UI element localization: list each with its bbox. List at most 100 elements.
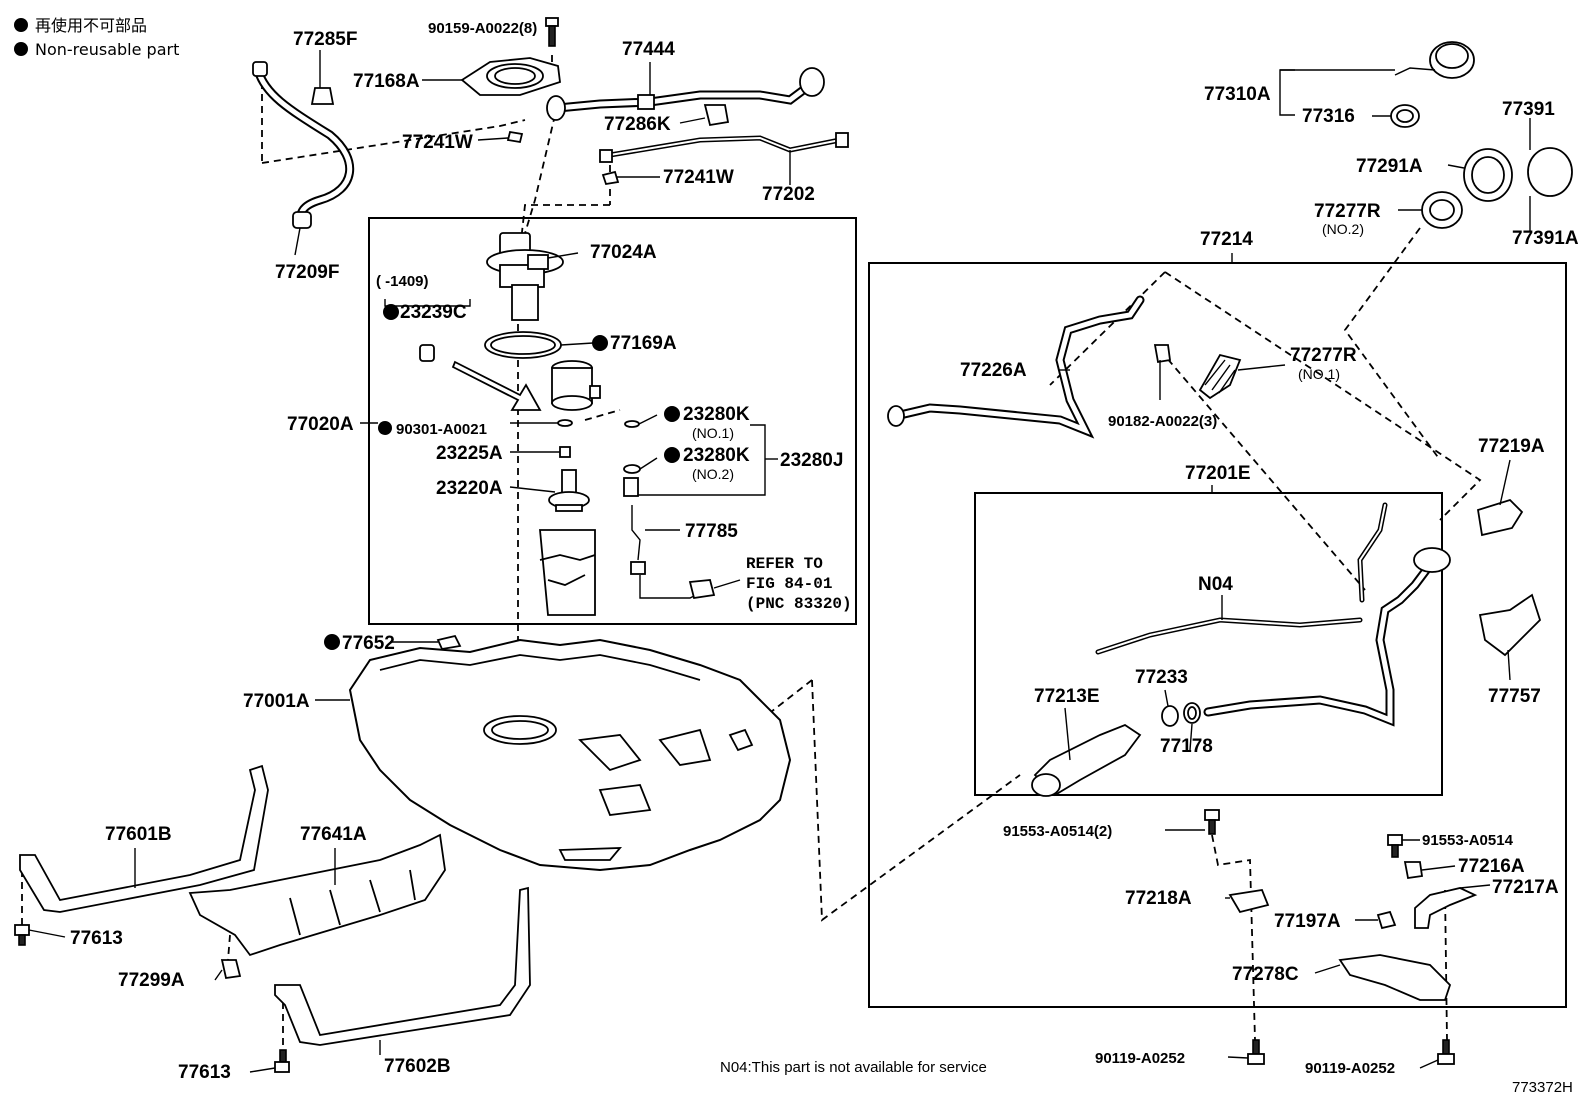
label-77219A: 77219A bbox=[1478, 436, 1545, 457]
non-reusable-dot-icon bbox=[14, 18, 28, 32]
leader-lines bbox=[28, 50, 1531, 1073]
bolt-90119-a bbox=[1247, 1039, 1265, 1065]
refer-line-3: (PNC 83320) bbox=[746, 595, 852, 613]
bracket-77217A bbox=[1414, 887, 1478, 929]
label-23280K-1-sub: (NO.1) bbox=[692, 425, 734, 441]
bolt-77613-a bbox=[14, 924, 30, 946]
label-77202: 77202 bbox=[762, 184, 815, 205]
label-77233: 77233 bbox=[1135, 667, 1188, 688]
refer-line-2: FIG 84-01 bbox=[746, 575, 832, 593]
oring-23280K-2 bbox=[623, 464, 641, 474]
label-77310A: 77310A bbox=[1204, 84, 1271, 105]
ring-77391 bbox=[1527, 147, 1573, 197]
label-77020A: 77020A bbox=[287, 414, 354, 435]
label-77178: 77178 bbox=[1160, 736, 1213, 757]
label-77316: 77316 bbox=[1302, 106, 1355, 127]
label-77785: 77785 bbox=[685, 521, 738, 542]
label-77169A: 77169A bbox=[610, 333, 677, 354]
fuel-cap-77310A bbox=[1394, 41, 1475, 79]
filler-pipe-77201E bbox=[1203, 502, 1451, 727]
cushion-23225A bbox=[559, 446, 571, 458]
protector-77219A bbox=[1476, 498, 1524, 537]
label-23280K-1: 23280K bbox=[683, 404, 750, 425]
label-77391: 77391 bbox=[1502, 99, 1555, 120]
label-77201E: 77201E bbox=[1185, 463, 1251, 484]
non-reusable-dot-icon bbox=[14, 42, 28, 56]
label-77391A: 77391A bbox=[1512, 228, 1579, 249]
label-77444: 77444 bbox=[622, 39, 675, 60]
label-77277R-no1-sub: (NO.1) bbox=[1298, 366, 1340, 382]
non-reusable-dot-icon bbox=[664, 406, 680, 422]
seal-77652 bbox=[436, 634, 462, 651]
seal-77277R-no2 bbox=[1421, 191, 1463, 229]
label-77299A: 77299A bbox=[118, 970, 185, 991]
label-77209F: 77209F bbox=[275, 262, 339, 283]
protector-77641A bbox=[188, 833, 446, 957]
label-77285F: 77285F bbox=[293, 29, 357, 50]
label-90119-b: 90119-A0252 bbox=[1305, 1060, 1395, 1077]
breather-pipe-77226A bbox=[887, 295, 1145, 439]
non-reusable-dot-icon bbox=[664, 447, 680, 463]
label-90182: 90182-A0022(3) bbox=[1108, 413, 1217, 430]
label-90301: 90301-A0021 bbox=[396, 421, 487, 438]
breather-tube-77209F bbox=[252, 61, 355, 229]
fuel-tank-77001A bbox=[348, 638, 792, 872]
label-77226A: 77226A bbox=[960, 360, 1027, 381]
tube-77202 bbox=[599, 132, 849, 163]
label-77213E: 77213E bbox=[1034, 686, 1100, 707]
seal-77277R-no1 bbox=[1198, 353, 1242, 400]
oring-23280K-1 bbox=[624, 420, 640, 428]
clip-77216A bbox=[1403, 861, 1424, 880]
label-77214: 77214 bbox=[1200, 229, 1253, 250]
figure-id: 773372H bbox=[1512, 1079, 1573, 1096]
label-77641A: 77641A bbox=[300, 824, 367, 845]
label-90159: 90159-A0022(8) bbox=[428, 20, 537, 37]
pump-case bbox=[539, 529, 596, 616]
strap-77601B bbox=[19, 764, 269, 913]
clamp-77241W-b bbox=[601, 170, 620, 186]
bolt-91553-2 bbox=[1204, 809, 1220, 835]
label-77757: 77757 bbox=[1488, 686, 1541, 707]
clamp-77285F bbox=[310, 87, 335, 105]
protector-77278C bbox=[1338, 954, 1452, 1001]
fuel-filter-unit bbox=[551, 360, 601, 411]
inlet-pipe-box bbox=[974, 492, 1443, 796]
label-23225A: 23225A bbox=[436, 443, 503, 464]
label-77197A: 77197A bbox=[1274, 911, 1341, 932]
clamp-77178 bbox=[1183, 702, 1201, 724]
label-77277R-no1: 77277R bbox=[1290, 345, 1357, 366]
non-reusable-dot-icon bbox=[592, 335, 608, 351]
legend-jp: 再使用不可部品 bbox=[35, 16, 147, 35]
label-77241W-b: 77241W bbox=[663, 167, 734, 188]
label-77024A: 77024A bbox=[590, 242, 657, 263]
part-labels: 77285F 90159-A0022(8) 77168A 77444 77241… bbox=[70, 20, 1579, 1083]
bolt-77613-b bbox=[274, 1049, 290, 1073]
label-77001A: 77001A bbox=[243, 691, 310, 712]
label-N04: N04 bbox=[1198, 574, 1233, 595]
bolt-91553 bbox=[1387, 834, 1403, 858]
label-77218A: 77218A bbox=[1125, 888, 1192, 909]
label-23280K-2-sub: (NO.2) bbox=[692, 466, 734, 482]
gasket-77169A bbox=[484, 331, 562, 359]
label-1409: ( -1409) bbox=[376, 273, 429, 290]
label-77217A: 77217A bbox=[1492, 877, 1559, 898]
label-91553-2: 91553-A0514(2) bbox=[1003, 823, 1112, 840]
pump-bracket-77024A bbox=[486, 232, 564, 321]
clamp-77286K bbox=[703, 104, 730, 127]
regulator-part bbox=[623, 477, 639, 497]
label-77291A: 77291A bbox=[1356, 156, 1423, 177]
label-77286K: 77286K bbox=[604, 114, 671, 135]
label-23220A: 23220A bbox=[436, 478, 503, 499]
non-reusable-dot-icon bbox=[383, 304, 399, 320]
non-reusable-markers bbox=[324, 304, 680, 650]
bolt-90119-b bbox=[1437, 1039, 1455, 1065]
refer-line-1: REFER TO bbox=[746, 555, 823, 573]
label-23280K-2: 23280K bbox=[683, 445, 750, 466]
filter-23239C bbox=[419, 344, 435, 362]
hose-77213E bbox=[1031, 723, 1142, 797]
label-77613-a: 77613 bbox=[70, 928, 123, 949]
label-91553: 91553-A0514 bbox=[1422, 832, 1514, 849]
protector-77757 bbox=[1478, 593, 1542, 657]
legend: 再使用不可部品 Non-reusable part bbox=[14, 16, 179, 59]
